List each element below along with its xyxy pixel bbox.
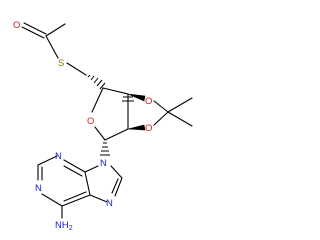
bond-o-cq-upper — [153, 100, 169, 113]
bond-c4-n3-b — [63, 165, 83, 177]
structure-diagram: O S O O O N N N N NH2 — [13, 20, 193, 232]
bond-sulfur-ch2 — [66, 62, 87, 76]
bond-n3-c2 — [37, 155, 58, 166]
molecule-drawing: O S O O O N N N N NH2 — [13, 20, 193, 232]
atom-n7: N — [106, 198, 113, 209]
atom-n3: N — [55, 151, 62, 162]
bond-c2-c1 — [104, 128, 129, 141]
bond-c3-o-wedge — [127, 93, 146, 102]
bond-c3-c2-hashed — [122, 96, 134, 102]
bond-carbonyl-double-b — [23, 22, 47, 35]
bond-n1-c6 — [41, 193, 63, 207]
bond-c4-n3-a — [63, 159, 86, 173]
bond-acetyl-sulfur — [45, 35, 59, 59]
atom-amine-nh: NH — [55, 220, 69, 231]
bond-n7-c5 — [89, 194, 108, 203]
bond-carbonyl-double-a — [21, 26, 45, 39]
bond-n9-c4 — [84, 165, 99, 173]
bond-ringo-c1 — [94, 126, 106, 141]
atom-dioxolane-oxygen-lower: O — [145, 123, 152, 134]
atom-thioester-sulfur: S — [58, 58, 64, 69]
bond-c8-n7-b — [111, 178, 119, 194]
bond-c4-c5 — [84, 171, 91, 196]
bond-c4-c3 — [102, 87, 129, 95]
bond-ch2-c4-hashed — [87, 74, 106, 90]
bond-c1-n9-hashed — [100, 142, 110, 156]
atom-dioxolane-oxygen-upper: O — [145, 96, 152, 107]
atom-ring-oxygen: O — [87, 116, 94, 127]
atom-amine-nh2: NH2 — [55, 220, 73, 232]
bond-c2-o-wedge — [127, 124, 146, 131]
atom-n1: N — [35, 183, 42, 194]
bond-cq-methyl-2 — [167, 111, 193, 127]
bond-acetyl-methyl — [45, 23, 66, 37]
bond-o-cq-lower — [153, 111, 169, 126]
bond-c8-n7-a — [114, 177, 123, 197]
atom-n9: N — [100, 158, 107, 169]
bond-cq-methyl-1 — [167, 97, 193, 113]
bond-c6-c5-a — [61, 194, 91, 207]
bond-n9-c8 — [110, 165, 123, 179]
atom-carbonyl-oxygen: O — [13, 20, 20, 31]
bond-c4-ringo — [91, 87, 104, 113]
atom-amine-h-count: 2 — [69, 225, 73, 232]
bond-c6-c5-b — [63, 191, 87, 202]
